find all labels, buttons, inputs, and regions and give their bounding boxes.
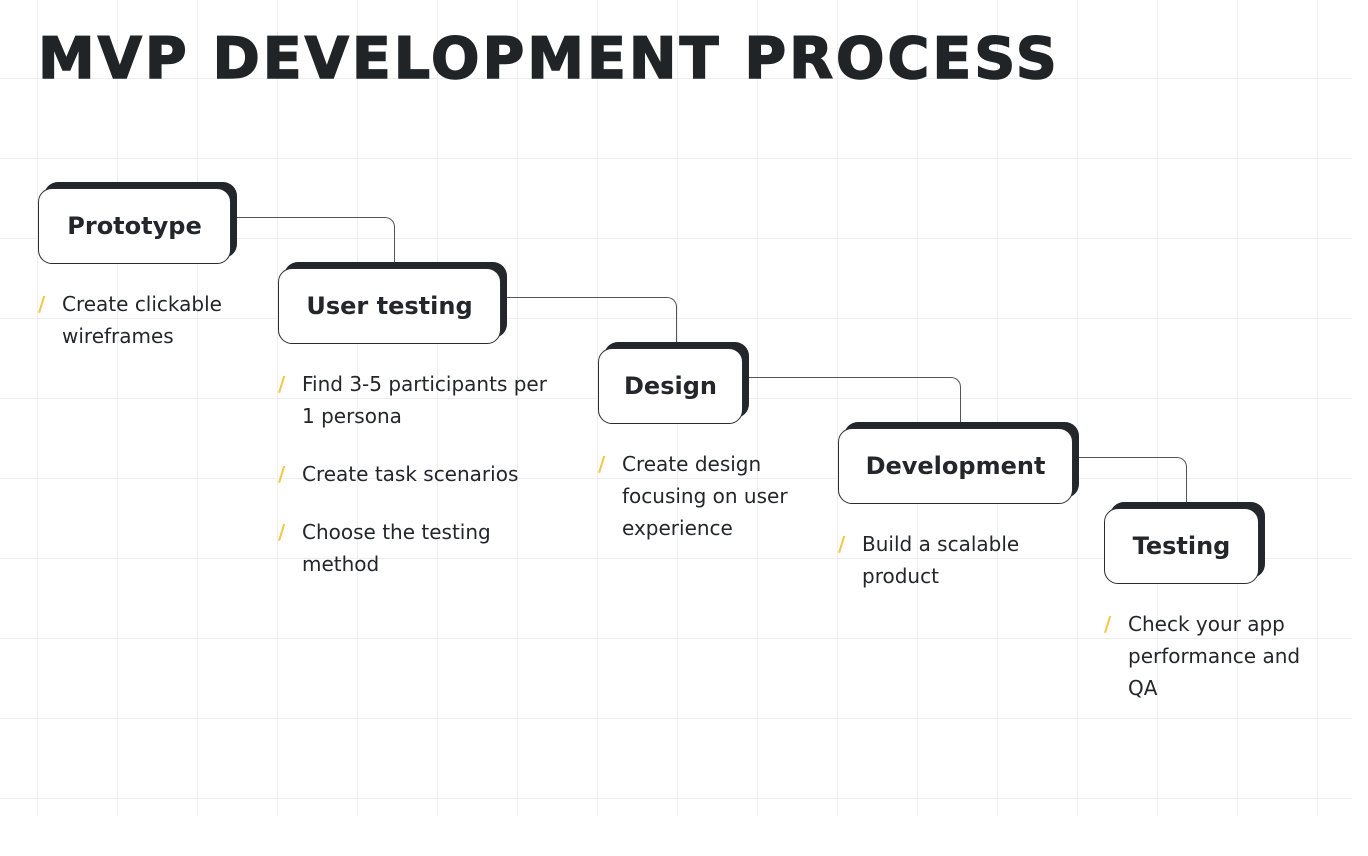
slash-icon: /	[1104, 612, 1112, 636]
bullet-item: / Create design focusing on user experien…	[598, 448, 813, 544]
bullets-design: / Create design focusing on user experien…	[598, 448, 813, 570]
step-development: Development	[838, 428, 1073, 504]
bullets-testing: / Check your app performance and QA	[1104, 608, 1334, 730]
slash-icon: /	[38, 292, 46, 316]
slash-icon: /	[598, 452, 606, 476]
bullet-text: Check your app performance and QA	[1128, 612, 1301, 700]
step-label: Design	[624, 372, 717, 400]
step-testing: Testing	[1104, 508, 1259, 584]
slash-icon: /	[278, 520, 286, 544]
connector	[236, 217, 395, 268]
connector	[748, 377, 961, 428]
bullets-development: / Build a scalable product	[838, 528, 1048, 618]
step-label: Prototype	[67, 212, 202, 240]
slash-icon: /	[838, 532, 846, 556]
bullet-text: Create clickable wireframes	[62, 292, 222, 348]
bullet-text: Choose the testing method	[302, 520, 491, 576]
bullet-text: Create design focusing on user experienc…	[622, 452, 788, 540]
connector	[506, 297, 677, 348]
bullet-item: / Choose the testing method	[278, 516, 548, 580]
step-label: Testing	[1132, 532, 1231, 560]
step-user-testing: User testing	[278, 268, 501, 344]
step-label: User testing	[306, 292, 473, 320]
bullets-prototype: / Create clickable wireframes	[38, 288, 248, 378]
bullet-item: / Create clickable wireframes	[38, 288, 248, 352]
slash-icon: /	[278, 372, 286, 396]
step-prototype: Prototype	[38, 188, 231, 264]
bullet-item: / Create task scenarios	[278, 458, 548, 490]
bullet-text: Build a scalable product	[862, 532, 1020, 588]
bullet-item: / Check your app performance and QA	[1104, 608, 1334, 704]
bullet-item: / Build a scalable product	[838, 528, 1048, 592]
bullet-text: Find 3-5 participants per 1 persona	[302, 372, 547, 428]
bullet-item: / Find 3-5 participants per 1 persona	[278, 368, 548, 432]
page-title: MVP DEVELOPMENT PROCESS	[37, 25, 1060, 93]
connector	[1078, 457, 1187, 508]
slash-icon: /	[278, 462, 286, 486]
step-design: Design	[598, 348, 743, 424]
step-label: Development	[865, 452, 1046, 480]
bullet-text: Create task scenarios	[302, 462, 519, 486]
bullets-user-testing: / Find 3-5 participants per 1 persona / Cr…	[278, 368, 548, 606]
